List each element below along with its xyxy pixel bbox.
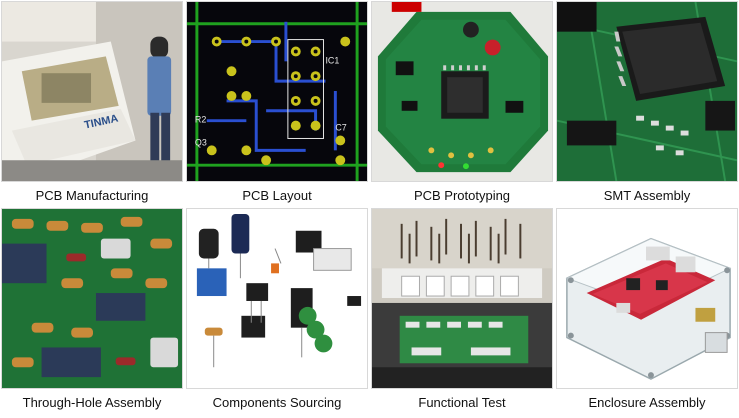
pcb-prototyping-image	[371, 1, 553, 182]
caption-pcb-layout: PCB Layout	[242, 188, 312, 203]
caption-functional-test: Functional Test	[418, 395, 506, 410]
layout-label-c7: C7	[335, 123, 346, 133]
pcb-layout-image: IC1 R2 Q3 C7	[186, 1, 368, 182]
smt-assembly-image	[556, 1, 738, 182]
caption-pcb-manufacturing: PCB Manufacturing	[35, 188, 149, 203]
pcb-manufacturing-image: TINMA	[1, 1, 183, 182]
caption-through-hole-assembly: Through-Hole Assembly	[22, 395, 162, 410]
caption-components-sourcing: Components Sourcing	[212, 395, 342, 410]
layout-label-ic1: IC1	[325, 55, 339, 65]
layout-label-q3: Q3	[195, 137, 207, 147]
functional-test-image	[371, 208, 553, 389]
through-hole-assembly-image	[1, 208, 183, 389]
enclosure-assembly-image	[556, 208, 738, 389]
caption-enclosure-assembly: Enclosure Assembly	[588, 395, 706, 410]
caption-pcb-prototyping: PCB Prototyping	[413, 188, 511, 203]
layout-label-r2: R2	[195, 115, 206, 125]
caption-smt-assembly: SMT Assembly	[603, 188, 691, 203]
components-sourcing-image	[186, 208, 368, 389]
